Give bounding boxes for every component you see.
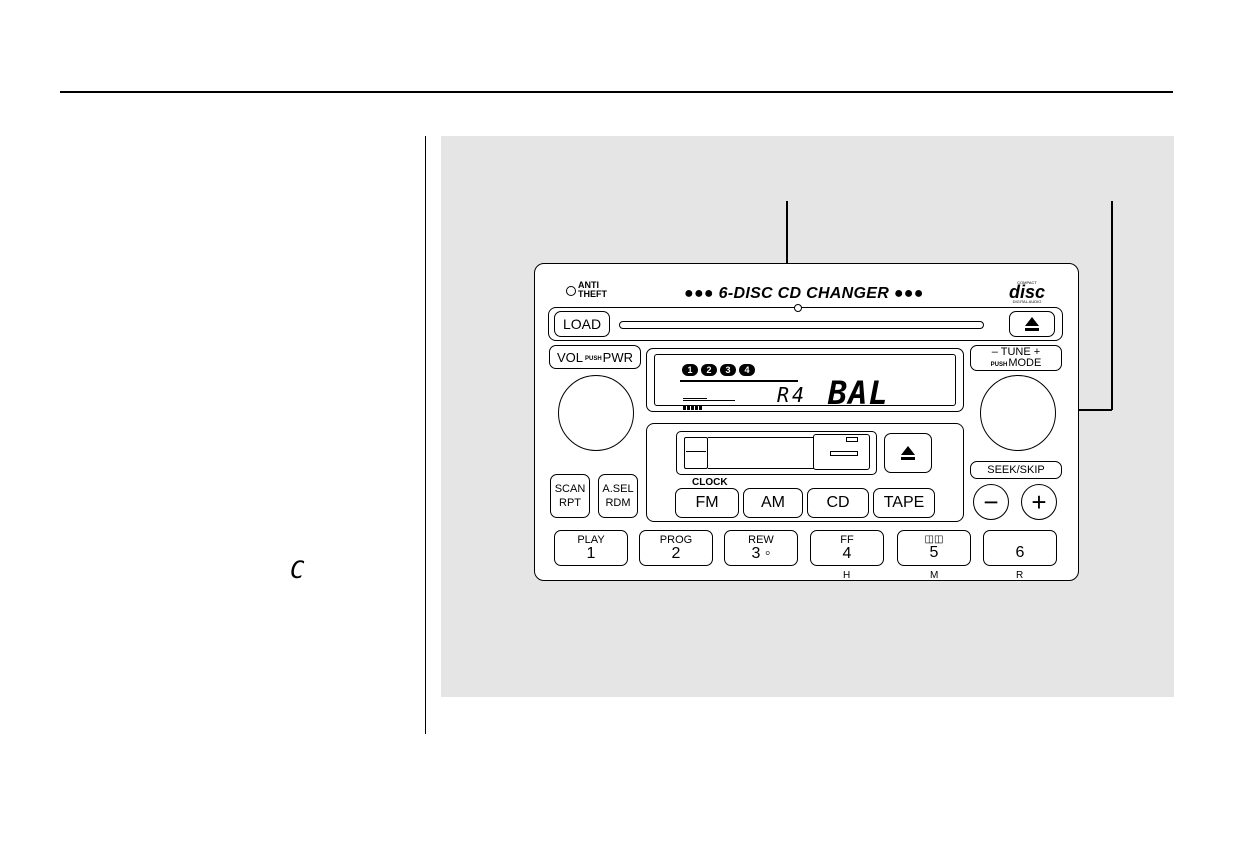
eject-icon — [901, 446, 915, 460]
tape-button[interactable]: TAPE — [873, 488, 935, 518]
tape-window-split — [686, 451, 706, 452]
anti-theft-led — [566, 286, 576, 296]
scan-rpt-button[interactable]: SCAN RPT — [550, 474, 590, 518]
lcd-segment-text: R4 — [777, 383, 807, 407]
lcd-level-bars — [683, 392, 707, 399]
tape-window — [684, 437, 708, 469]
brand-label: ●●● 6-DISC CD CHANGER ●●● — [684, 285, 924, 303]
lcd-divider — [680, 380, 798, 382]
top-rule — [60, 91, 1173, 93]
seek-skip-label: SEEK/SKIP — [970, 461, 1062, 479]
tape-led-bottom — [830, 451, 858, 456]
preset-2-button[interactable]: PROG 2 — [639, 530, 713, 566]
callout-line-knob — [1111, 201, 1113, 410]
preset-6-button[interactable]: 6 — [983, 530, 1057, 566]
fm-button[interactable]: FM — [675, 488, 739, 518]
preset-3-button[interactable]: REW 3 ◦ — [724, 530, 798, 566]
seek-plus-button[interactable]: + — [1021, 484, 1057, 520]
compact-disc-logo: COMPACT disc DIGITAL AUDIO — [1007, 280, 1047, 304]
disc-indicator-2: 2 — [701, 364, 717, 376]
eject-icon — [1025, 317, 1039, 331]
minus-icon: − — [983, 489, 998, 515]
cd-eject-button[interactable] — [1009, 311, 1055, 337]
preset-1-button[interactable]: PLAY 1 — [554, 530, 628, 566]
lcd-baseline — [683, 400, 735, 401]
lcd-mode-text: BAL — [828, 374, 889, 412]
tape-led-top — [846, 437, 858, 442]
plus-icon: + — [1031, 489, 1046, 515]
clock-hour-label: H — [843, 570, 850, 581]
am-button[interactable]: AM — [743, 488, 803, 518]
disc-indicator-1: 1 — [682, 364, 698, 376]
preset-5-button[interactable]: ◫◫ 5 — [897, 530, 971, 566]
cd-button[interactable]: CD — [807, 488, 869, 518]
anti-theft-label: ANTI THEFT — [578, 281, 607, 299]
tune-mode-button[interactable]: – TUNE + PUSH MODE — [970, 345, 1062, 371]
asel-rdm-button[interactable]: A.SEL RDM — [598, 474, 638, 518]
column-divider — [425, 136, 426, 734]
tape-inner — [708, 437, 814, 469]
left-column-glyph: C — [290, 556, 304, 584]
tune-knob[interactable] — [980, 375, 1056, 451]
load-button[interactable]: LOAD — [554, 311, 610, 337]
cd-slot[interactable] — [619, 321, 984, 329]
slot-indicator — [794, 304, 802, 312]
disc-indicator-4: 4 — [739, 364, 755, 376]
clock-minute-label: M — [930, 570, 938, 581]
tape-eject-button[interactable] — [884, 433, 932, 473]
preset-4-button[interactable]: FF 4 — [810, 530, 884, 566]
vol-pwr-button[interactable]: VOL PUSH PWR — [549, 345, 641, 369]
seek-minus-button[interactable]: − — [973, 484, 1009, 520]
clock-reset-label: R — [1016, 570, 1023, 581]
volume-knob[interactable] — [558, 375, 634, 451]
disc-indicator-3: 3 — [720, 364, 736, 376]
clock-label: CLOCK — [692, 477, 728, 488]
